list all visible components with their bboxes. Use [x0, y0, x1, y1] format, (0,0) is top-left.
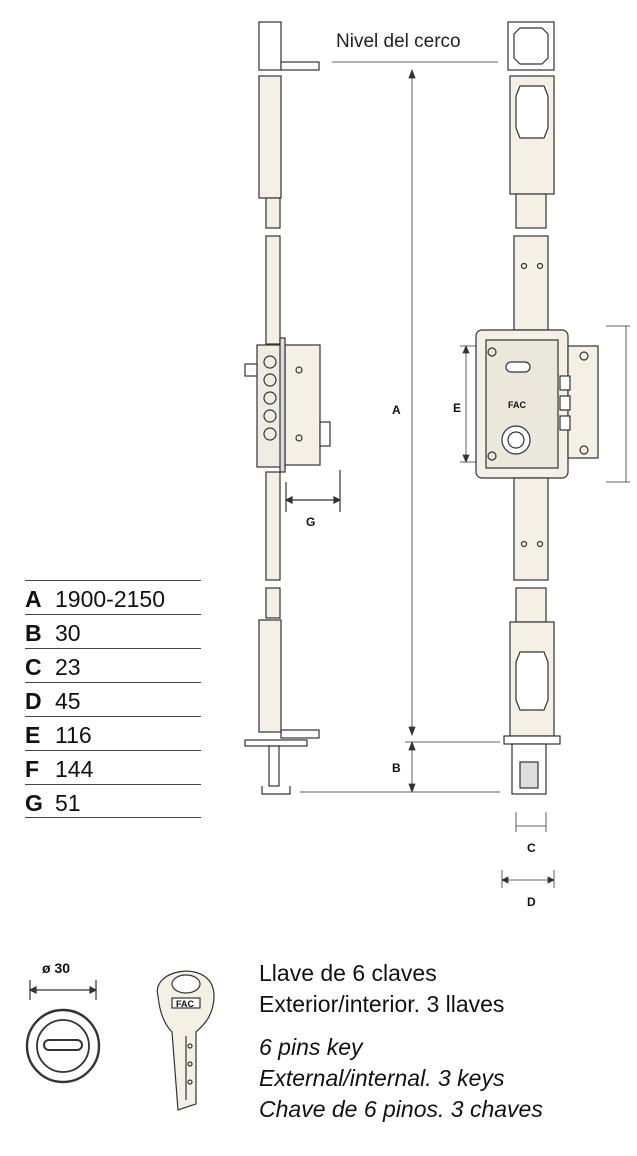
side-view [244, 21, 342, 795]
label-a: A [392, 403, 401, 417]
label-d: D [527, 895, 536, 909]
label-e: E [453, 401, 461, 415]
key-icon [156, 970, 215, 1111]
description-line-4: External/internal. 3 keys [259, 1065, 505, 1091]
front-view [475, 21, 599, 795]
key-brand-label: FAC [176, 999, 195, 1009]
cylinder-icon [25, 980, 101, 1084]
label-c: C [527, 841, 536, 855]
lock-brand-label: FAC [508, 400, 527, 410]
label-b: B [392, 761, 401, 775]
description-line-5: Chave de 6 pinos. 3 chaves [259, 1096, 543, 1122]
label-g: G [306, 515, 315, 529]
description-line-2: Exterior/interior. 3 llaves [259, 991, 505, 1017]
key-description: Llave de 6 claves Exterior/interior. 3 l… [259, 958, 634, 1125]
description-line-3: 6 pins key [259, 1034, 363, 1060]
cylinder-diameter-label: ø 30 [42, 960, 71, 976]
level-label: Nivel del cerco [336, 31, 461, 52]
dimension-lines [300, 61, 630, 888]
description-line-1: Llave de 6 claves [259, 960, 437, 986]
